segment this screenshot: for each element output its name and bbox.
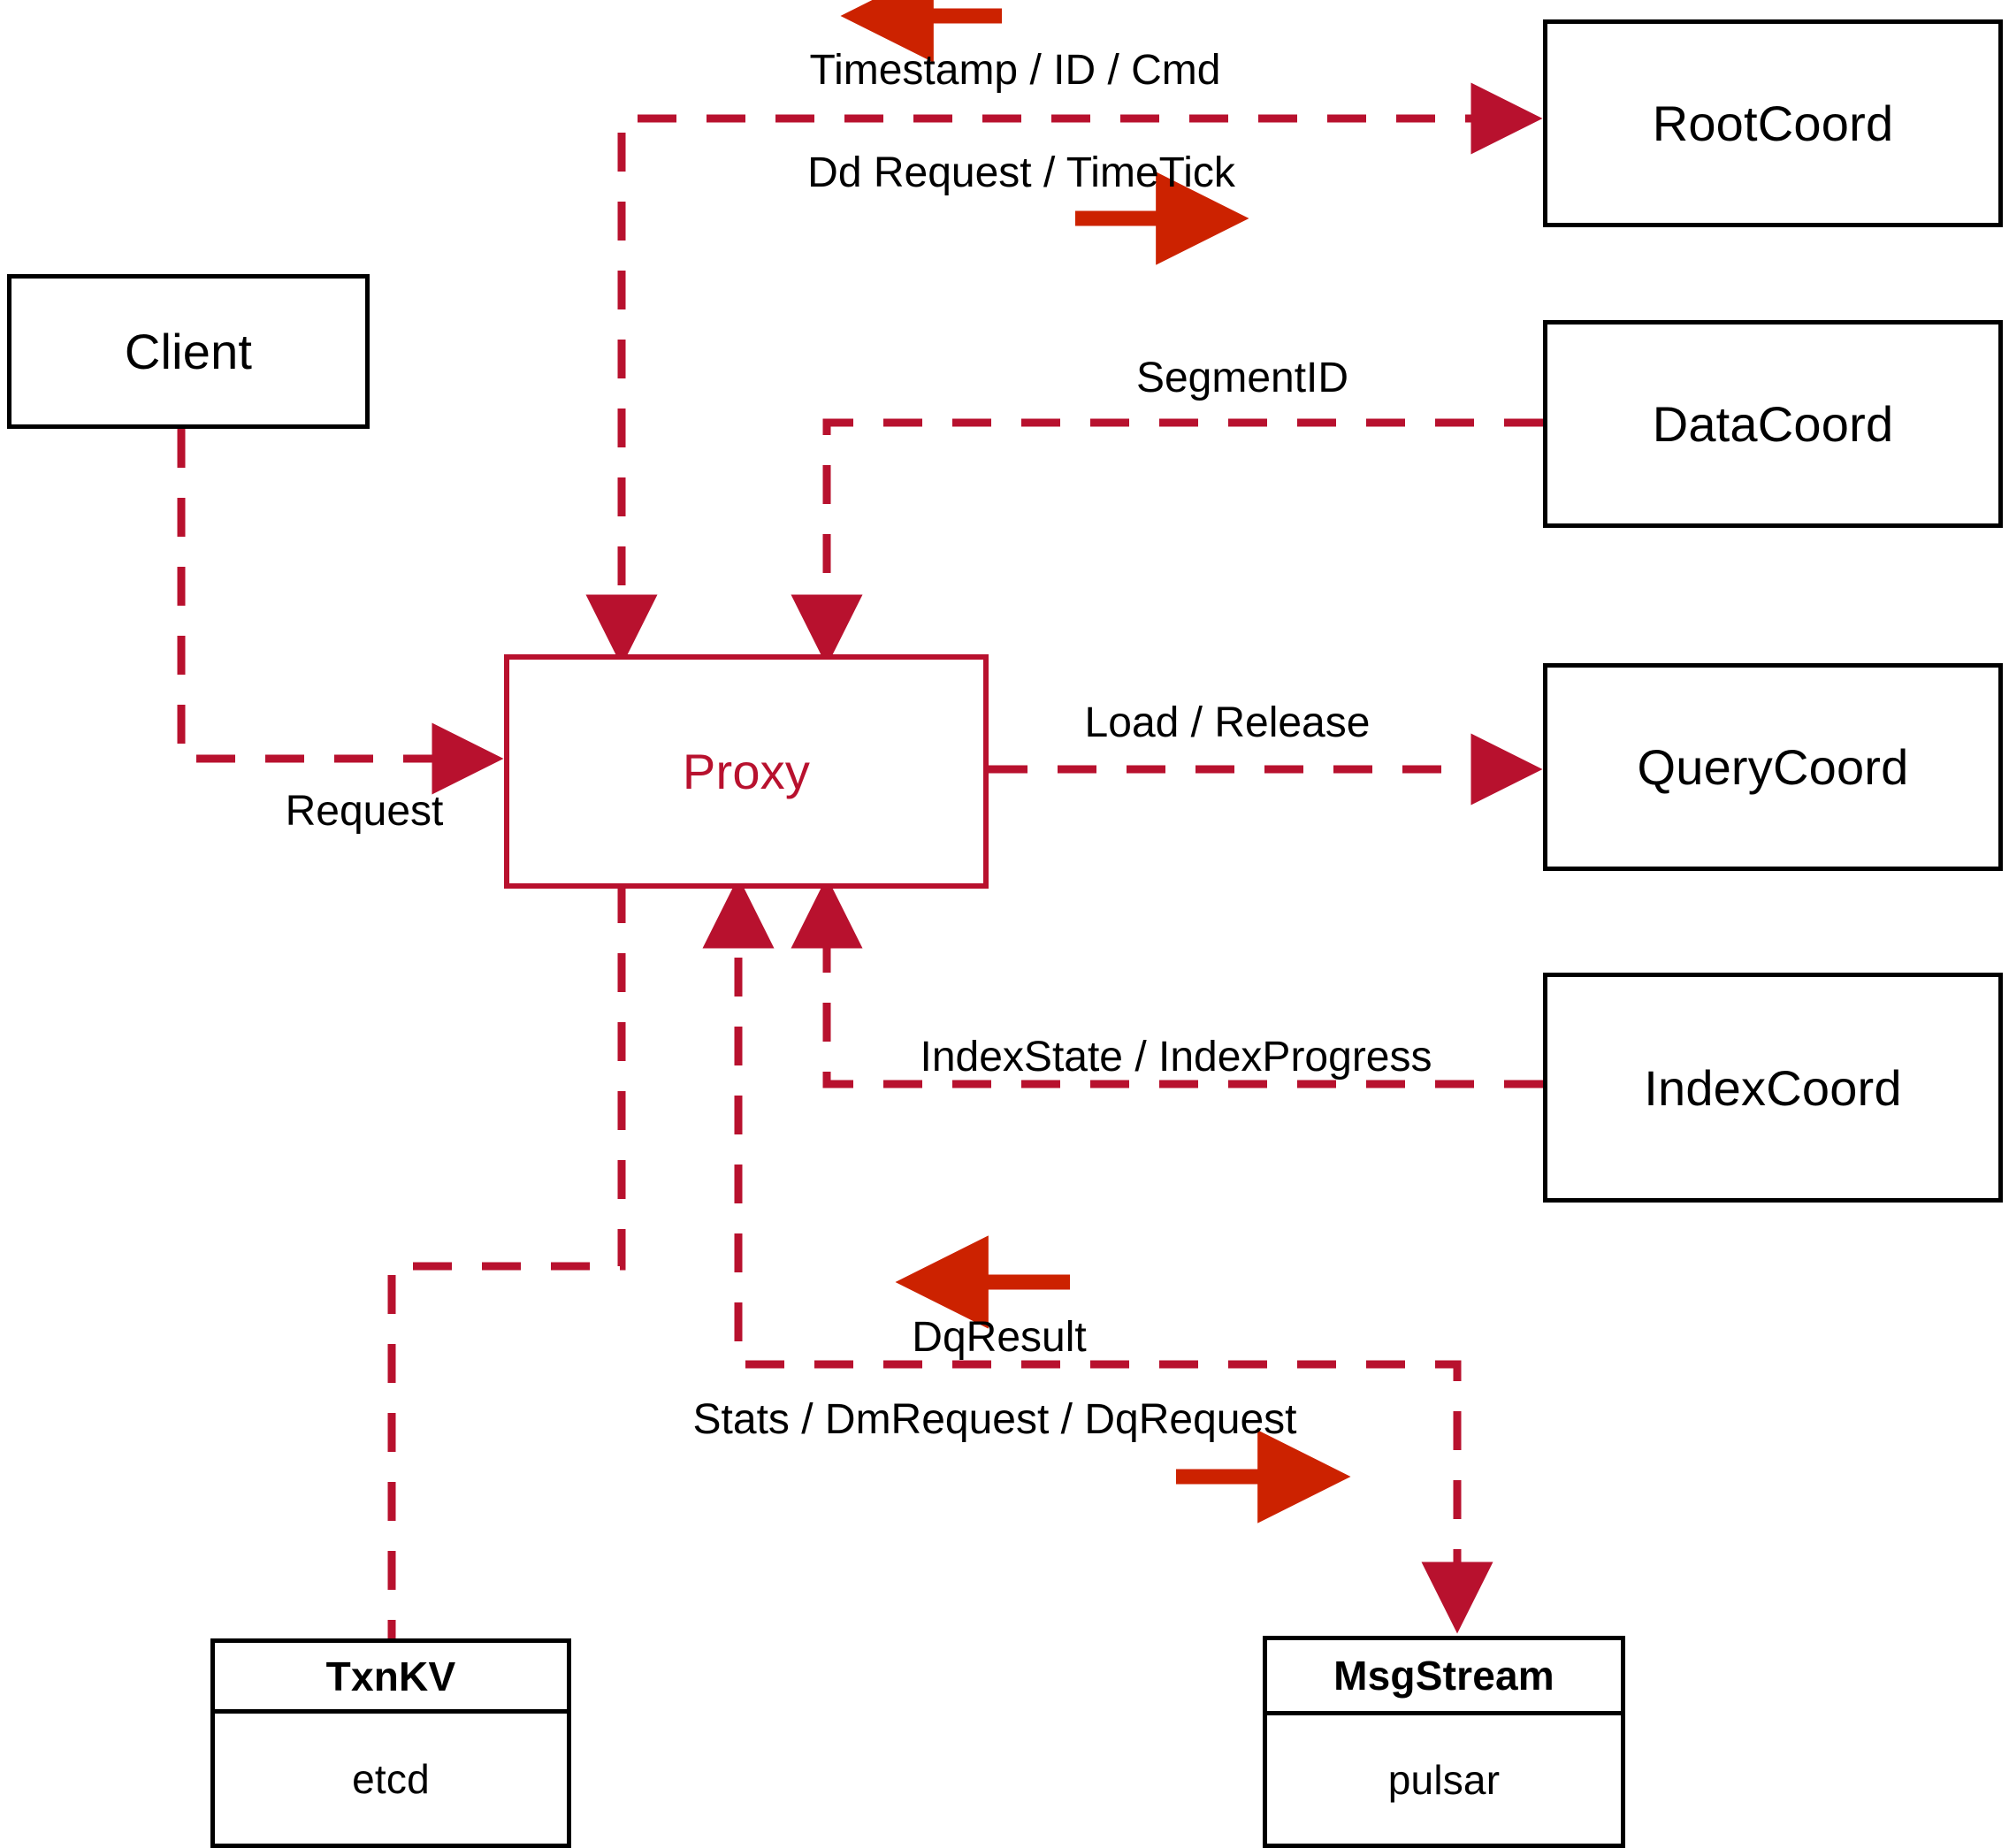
node-msgstream-impl: pulsar bbox=[1387, 1756, 1501, 1803]
edge-label-indexstate-indexprogress: IndexState / IndexProgress bbox=[920, 1034, 1432, 1081]
edge-proxy-to-txnkv bbox=[387, 884, 626, 1638]
edge-label-stats-dmrequest-dqrequest: Stats / DmRequest / DqRequest bbox=[692, 1396, 1297, 1443]
node-indexcoord[interactable]: IndexCoord bbox=[1543, 973, 2003, 1203]
node-rootcoord-label: RootCoord bbox=[1652, 95, 1894, 151]
node-proxy-label: Proxy bbox=[682, 744, 811, 799]
node-txnkv-header: TxnKV bbox=[215, 1643, 567, 1714]
node-client-label: Client bbox=[124, 324, 253, 379]
edge-label-dqresult: DqResult bbox=[912, 1314, 1087, 1361]
node-querycoord[interactable]: QueryCoord bbox=[1543, 663, 2003, 871]
edge-proxy-to-msgstream bbox=[702, 876, 1493, 1634]
edge-label-segmentid: SegmentID bbox=[1135, 355, 1349, 401]
edge-datacoord-to-proxy bbox=[791, 418, 1543, 667]
edge-label-timestamp-id-cmd: Timestamp / ID / Cmd bbox=[809, 47, 1221, 94]
node-msgstream-body: pulsar bbox=[1267, 1715, 1621, 1844]
edge-label-load-release: Load / Release bbox=[1084, 699, 1371, 746]
node-txnkv-body: etcd bbox=[215, 1714, 567, 1844]
node-client[interactable]: Client bbox=[7, 274, 370, 429]
edge-label-request: Request bbox=[285, 788, 444, 835]
edge-label-dd-request-timetick: Dd Request / TimeTick bbox=[807, 149, 1235, 196]
node-querycoord-label: QueryCoord bbox=[1637, 739, 1909, 795]
edge-proxy-to-rootcoord bbox=[585, 82, 1543, 667]
node-msgstream-title: MsgStream bbox=[1333, 1653, 1554, 1699]
node-indexcoord-label: IndexCoord bbox=[1644, 1059, 1902, 1116]
node-msgstream-header: MsgStream bbox=[1267, 1640, 1621, 1715]
node-txnkv[interactable]: TxnKV etcd bbox=[210, 1638, 571, 1848]
node-datacoord[interactable]: DataCoord bbox=[1543, 320, 2003, 528]
node-datacoord-label: DataCoord bbox=[1652, 396, 1894, 452]
node-txnkv-impl: etcd bbox=[352, 1755, 430, 1802]
node-txnkv-title: TxnKV bbox=[325, 1653, 456, 1699]
node-proxy[interactable]: Proxy bbox=[504, 654, 989, 889]
node-rootcoord[interactable]: RootCoord bbox=[1543, 19, 2003, 227]
node-msgstream[interactable]: MsgStream pulsar bbox=[1263, 1636, 1625, 1848]
edge-client-to-proxy bbox=[177, 429, 504, 795]
